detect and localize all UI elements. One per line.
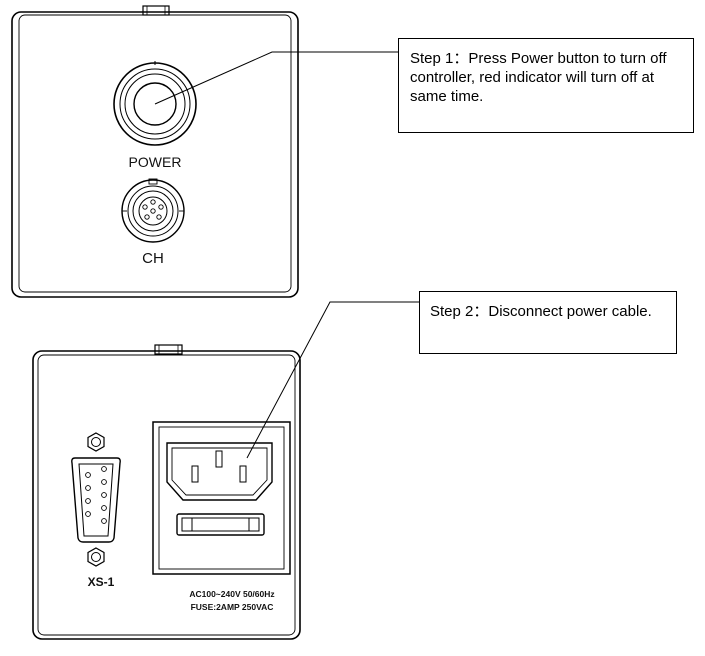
- fuse-spec-text: FUSE:2AMP 250VAC: [191, 602, 274, 612]
- fuse-holder: [176, 513, 265, 536]
- step-2-callout: Step 2：Disconnect power cable.: [419, 291, 677, 354]
- serial-port-xs1: [71, 457, 121, 543]
- iec-power-socket: [166, 442, 273, 501]
- step-1-text: Step 1：Press Power button to turn off co…: [410, 50, 667, 105]
- front-panel: [11, 5, 299, 298]
- step-2-text: Step 2：Disconnect power cable.: [430, 303, 652, 320]
- rear-panel: [32, 344, 301, 640]
- power-inlet-module: [152, 421, 291, 575]
- ch-connector: [121, 178, 185, 243]
- leader-line-step-2: [246, 301, 419, 459]
- hex-screw-bottom: [87, 547, 105, 567]
- step-1-callout: Step 1：Press Power button to turn off co…: [398, 38, 694, 133]
- power-spec-text: AC100~240V 50/60Hz: [189, 589, 274, 599]
- serial-port-label: XS-1: [88, 575, 115, 589]
- power-label: POWER: [129, 154, 182, 170]
- ch-label: CH: [142, 250, 164, 267]
- leader-line-step-1: [154, 51, 398, 105]
- hex-screw-top: [87, 432, 105, 452]
- power-button: [113, 61, 197, 146]
